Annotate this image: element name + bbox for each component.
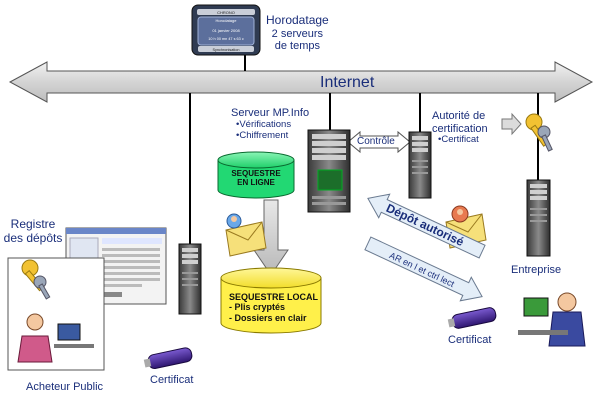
usb-token-left: [143, 347, 193, 370]
certificat-right-label: Certificat: [448, 334, 492, 346]
device-date: 01 janvier 2008: [212, 28, 240, 33]
server-title: Serveur MP.Info: [231, 107, 310, 119]
timestamp-title: Horodatage: [266, 13, 329, 27]
acheteur-tower: [178, 243, 202, 315]
usb-token-right: [447, 307, 497, 329]
certificat-left-label: Certificat: [150, 374, 194, 386]
envelope-person-icon-left: [225, 213, 267, 257]
sequestre-local-item-dossiers: - Dossiers en clair: [229, 312, 307, 323]
timestamp-line2: 2 serveurs: [271, 27, 324, 40]
entreprise-person-icon: [518, 292, 586, 347]
authority-tower: [408, 131, 432, 199]
authority-line1: Autorité de: [432, 110, 486, 122]
ar-arrow: [364, 236, 483, 302]
sequestre-en-ligne-label: SEQUESTRE EN LIGNE: [228, 169, 284, 187]
authority-line2: certification: [432, 122, 488, 135]
sequestre-local-item-plis: - Plis cryptés: [229, 302, 286, 313]
controle-label: Contrôle: [357, 136, 395, 147]
sequestre-en-ligne-line2: EN LIGNE: [237, 178, 275, 188]
internet-bar: [8, 61, 594, 103]
server-bullets: Vérifications Chiffrement: [231, 119, 309, 142]
entreprise-label: Entreprise: [511, 264, 562, 276]
keys-icon-authority: [525, 113, 553, 152]
sequestre-en-ligne-cylinder: [217, 151, 295, 199]
entreprise-tower: [526, 179, 551, 257]
timestamp-label: Horodatage 2 serveurs de temps: [266, 13, 329, 53]
acheteur-person-icon: [17, 313, 94, 363]
authority-arrow-icon: [501, 112, 522, 136]
ar-label: AR en l et ctrl lect: [388, 250, 457, 289]
acheteur-label: Acheteur Public: [26, 381, 104, 393]
registre-label: Registre des dépôts: [0, 217, 66, 246]
server-tower: [307, 129, 351, 213]
registre-line1: Registre: [10, 217, 56, 231]
registre-line2: des dépôts: [3, 230, 63, 245]
down-arrow: [253, 199, 289, 276]
sequestre-en-ligne-line1: SEQUESTRE: [231, 169, 281, 178]
internet-label: Internet: [320, 74, 375, 91]
timestamp-line3: de temps: [274, 40, 320, 53]
server-label: Serveur MP.Info Vérifications Chiffremen…: [231, 107, 309, 141]
sequestre-local-title: SEQUESTRE LOCAL: [229, 292, 319, 302]
timestamp-device: [191, 4, 261, 56]
keys-icon-acheteur: [21, 259, 51, 300]
depot-arrow: [367, 193, 486, 259]
authority-label: Autorité de certification Certificat: [432, 110, 488, 146]
sequestre-local-label: SEQUESTRE LOCAL - Plis cryptés - Dossier…: [229, 292, 318, 323]
sequestre-local-cylinder: [220, 267, 322, 334]
device-header: Horodatage: [216, 18, 238, 23]
device-brand: CHRONO: [217, 10, 235, 15]
device-time: 10 h 00 mn 47 s 63 c: [208, 37, 244, 41]
server-bullet-verifications: Vérifications: [236, 119, 309, 131]
server-bullet-chiffrement: Chiffrement: [236, 130, 309, 142]
device-footer: Synchronisation: [212, 48, 239, 52]
authority-bullets: Certificat: [432, 134, 488, 146]
authority-bullet-certificat: Certificat: [438, 134, 488, 146]
